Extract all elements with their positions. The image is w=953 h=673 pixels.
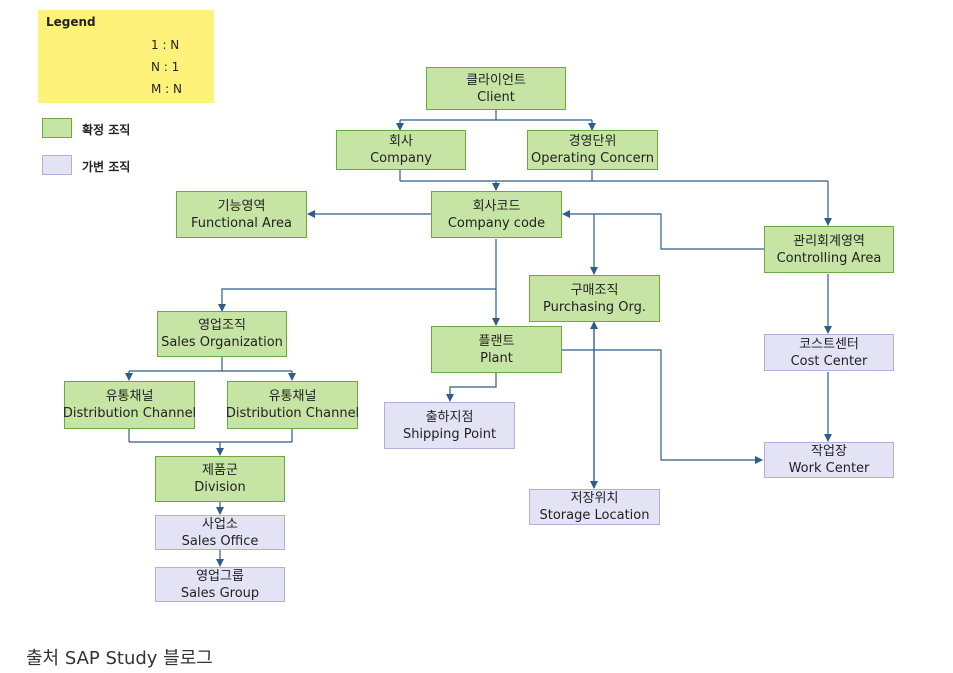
node-purchasing-org-ko: 구매조직 bbox=[570, 282, 619, 298]
node-distribution-channel-1-ko: 유통채널 bbox=[105, 389, 154, 404]
node-company: 회사 Company bbox=[336, 130, 466, 170]
node-division-en: Division bbox=[194, 480, 246, 495]
node-work-center: 작업장 Work Center bbox=[764, 442, 894, 478]
node-sales-office-en: Sales Office bbox=[181, 533, 259, 549]
node-company-en: Company bbox=[370, 151, 432, 166]
node-distribution-channel-2: 유통채널 Distribution Channel bbox=[225, 381, 360, 429]
node-company-code-ko: 회사코드 bbox=[472, 198, 521, 214]
node-sales-office: 사업소 Sales Office bbox=[155, 515, 285, 550]
edge-companycode-salesorg bbox=[218, 288, 496, 312]
node-sales-organization: 영업조직 Sales Organization bbox=[157, 311, 287, 357]
node-division: 제품군 Division bbox=[155, 456, 285, 502]
legend-key-variable-swatch bbox=[42, 155, 72, 175]
node-division-ko: 제품군 bbox=[202, 463, 238, 478]
legend-label-1n: 1 : N bbox=[151, 38, 180, 52]
legend-title: Legend bbox=[46, 15, 96, 29]
node-sales-group-en: Sales Group bbox=[180, 585, 260, 601]
node-sales-organization-ko: 영업조직 bbox=[198, 318, 246, 333]
node-work-center-ko: 작업장 bbox=[811, 444, 847, 459]
node-cost-center: 코스트센터 Cost Center bbox=[764, 334, 894, 371]
source-caption: 출처 SAP Study 블로그 bbox=[26, 648, 213, 669]
edge-plant-workcenter bbox=[562, 349, 763, 464]
edge-controlling-companycode bbox=[562, 210, 764, 250]
node-storage-location-en: Storage Location bbox=[539, 508, 650, 523]
node-operating-concern: 경영단위 Operating Concern bbox=[527, 130, 658, 170]
node-distribution-channel-2-en: Distribution Channel bbox=[225, 406, 360, 421]
node-client: 클라이언트 Client bbox=[426, 67, 566, 110]
node-company-code: 회사코드 Company code bbox=[431, 191, 562, 238]
legend-box: Legend 1 : N N : 1 M : N bbox=[38, 10, 214, 103]
node-controlling-area-en: Controlling Area bbox=[776, 250, 882, 266]
node-client-ko: 클라이언트 bbox=[466, 72, 526, 88]
node-plant-ko: 플랜트 bbox=[478, 333, 515, 349]
node-plant-en: Plant bbox=[480, 350, 513, 366]
legend-key-fixed-swatch bbox=[42, 118, 72, 138]
node-storage-location-ko: 저장위치 bbox=[570, 491, 619, 506]
node-sales-organization-en: Sales Organization bbox=[161, 335, 283, 350]
node-controlling-area: 관리회계영역 Controlling Area bbox=[764, 226, 894, 273]
node-distribution-channel-1: 유통채널 Distribution Channel bbox=[62, 381, 197, 429]
node-purchasing-org: 구매조직 Purchasing Org. bbox=[529, 275, 660, 322]
node-client-en: Client bbox=[477, 89, 515, 105]
node-company-code-en: Company code bbox=[447, 215, 546, 231]
node-functional-area-ko: 기능영역 bbox=[217, 198, 266, 214]
node-sales-group-ko: 영업그룹 bbox=[196, 568, 244, 584]
node-work-center-en: Work Center bbox=[788, 461, 870, 476]
node-controlling-area-ko: 관리회계영역 bbox=[793, 233, 865, 249]
node-sales-group: 영업그룹 Sales Group bbox=[155, 567, 285, 602]
node-cost-center-ko: 코스트센터 bbox=[799, 336, 859, 352]
legend-key-variable-label: 가변 조직 bbox=[82, 160, 131, 174]
legend-label-n1: N : 1 bbox=[151, 60, 180, 74]
node-operating-concern-en: Operating Concern bbox=[531, 151, 654, 166]
node-functional-area: 기능영역 Functional Area bbox=[176, 191, 307, 238]
node-purchasing-org-en: Purchasing Org. bbox=[542, 299, 646, 315]
node-company-ko: 회사 bbox=[389, 134, 413, 149]
edge-plant-shipping bbox=[446, 373, 497, 402]
node-storage-location: 저장위치 Storage Location bbox=[529, 489, 660, 525]
node-shipping-point-en: Shipping Point bbox=[402, 426, 497, 442]
node-shipping-point: 출하지점 Shipping Point bbox=[384, 402, 515, 449]
node-operating-concern-ko: 경영단위 bbox=[568, 134, 617, 149]
node-sales-office-ko: 사업소 bbox=[202, 516, 238, 532]
node-functional-area-en: Functional Area bbox=[191, 215, 292, 231]
node-distribution-channel-1-en: Distribution Channel bbox=[62, 406, 197, 421]
legend-key-fixed-label: 확정 조직 bbox=[82, 123, 131, 137]
legend-label-mn: M : N bbox=[151, 82, 183, 96]
node-plant: 플랜트 Plant bbox=[431, 326, 562, 373]
node-cost-center-en: Cost Center bbox=[790, 353, 868, 369]
node-distribution-channel-2-ko: 유통채널 bbox=[268, 389, 317, 404]
node-shipping-point-ko: 출하지점 bbox=[425, 409, 474, 425]
